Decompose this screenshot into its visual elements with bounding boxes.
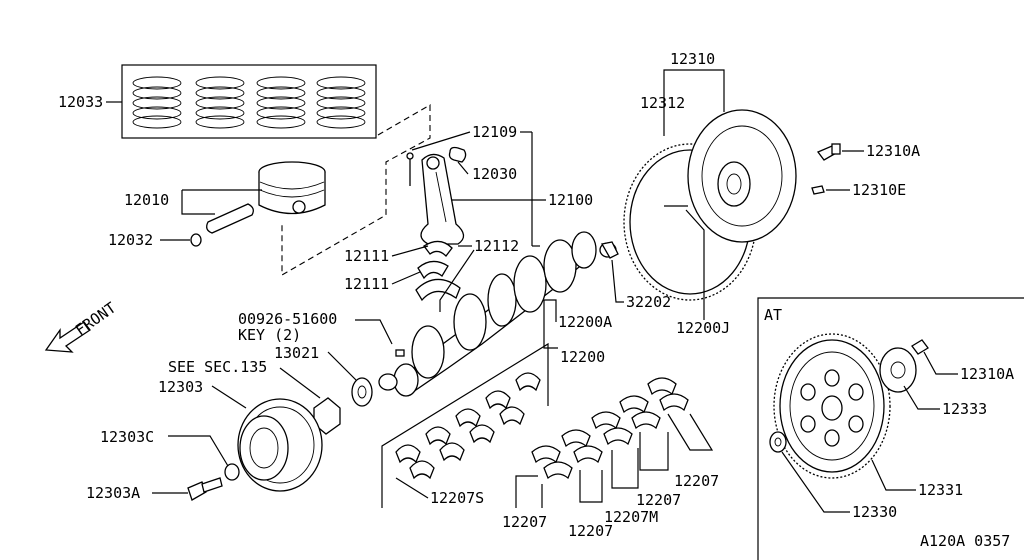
label-at: AT — [764, 306, 782, 324]
label-12033: 12033 — [58, 93, 103, 111]
label-12207-a: 12207 — [502, 513, 547, 531]
label-12200j: 12200J — [676, 319, 730, 337]
label-12200: 12200 — [560, 348, 605, 366]
main-bearing-set-box — [381, 342, 549, 508]
label-key: KEY (2) — [238, 326, 301, 344]
label-32202: 32202 — [626, 293, 671, 311]
rod-cap — [415, 278, 461, 302]
label-12333: 12333 — [942, 400, 987, 418]
front-arrow-icon — [44, 321, 91, 353]
label-12303c: 12303C — [100, 428, 154, 446]
pulley-bolt — [187, 477, 223, 501]
label-see-sec-135: SEE SEC.135 — [168, 358, 267, 376]
label-12310a-at: 12310A — [960, 365, 1014, 383]
label-12111-lower: 12111 — [344, 275, 389, 293]
label-12207-c: 12207 — [636, 491, 681, 509]
pulley-washer — [224, 463, 240, 481]
label-12207s: 12207S — [430, 489, 484, 507]
connecting-rod — [406, 152, 465, 245]
label-12303: 12303 — [158, 378, 203, 396]
label-12331: 12331 — [918, 481, 963, 499]
piston-pin — [206, 203, 254, 234]
label-12207-d: 12207 — [674, 472, 719, 490]
label-12200a: 12200A — [558, 313, 612, 331]
rod-bearing-lower — [417, 260, 449, 280]
label-front: FRONT — [72, 299, 119, 340]
label-12111-upper: 12111 — [344, 247, 389, 265]
label-12310e: 12310E — [852, 181, 906, 199]
snap-ring — [190, 233, 202, 247]
label-12310: 12310 — [670, 50, 715, 68]
at-section-box — [757, 297, 1024, 560]
crank-sprocket — [351, 377, 373, 407]
crankshaft — [378, 231, 597, 397]
label-12310a: 12310A — [866, 142, 920, 160]
flywheel — [687, 109, 797, 243]
drive-plate — [773, 333, 891, 479]
rod-bearing-upper — [423, 240, 453, 257]
spacer-at — [769, 431, 787, 453]
rod-bushing — [448, 146, 467, 163]
label-12207-b: 12207 — [568, 522, 613, 540]
label-12303a: 12303A — [86, 484, 140, 502]
drive-plate-bolt — [911, 339, 929, 355]
label-12030: 12030 — [472, 165, 517, 183]
reinforcement-plate — [879, 347, 917, 393]
piston — [258, 161, 326, 215]
label-12207m: 12207M — [604, 508, 658, 526]
main-bearings-loose — [531, 377, 689, 480]
diagram-code: A120A 0357 — [920, 532, 1010, 550]
crank-pulley — [237, 398, 323, 492]
label-12100: 12100 — [548, 191, 593, 209]
piston-rings-set — [121, 64, 377, 139]
label-12112: 12112 — [474, 237, 519, 255]
label-12109: 12109 — [472, 123, 517, 141]
label-12032: 12032 — [108, 231, 153, 249]
label-12330: 12330 — [852, 503, 897, 521]
flywheel-bolt — [816, 143, 841, 161]
flywheel-dowel — [811, 185, 825, 195]
crank-key — [395, 349, 405, 357]
label-12010: 12010 — [124, 191, 169, 209]
label-13021: 13021 — [274, 344, 319, 362]
label-12312: 12312 — [640, 94, 685, 112]
label-00926-51600: 00926-51600 — [238, 310, 337, 328]
pilot-bushing — [599, 241, 619, 259]
